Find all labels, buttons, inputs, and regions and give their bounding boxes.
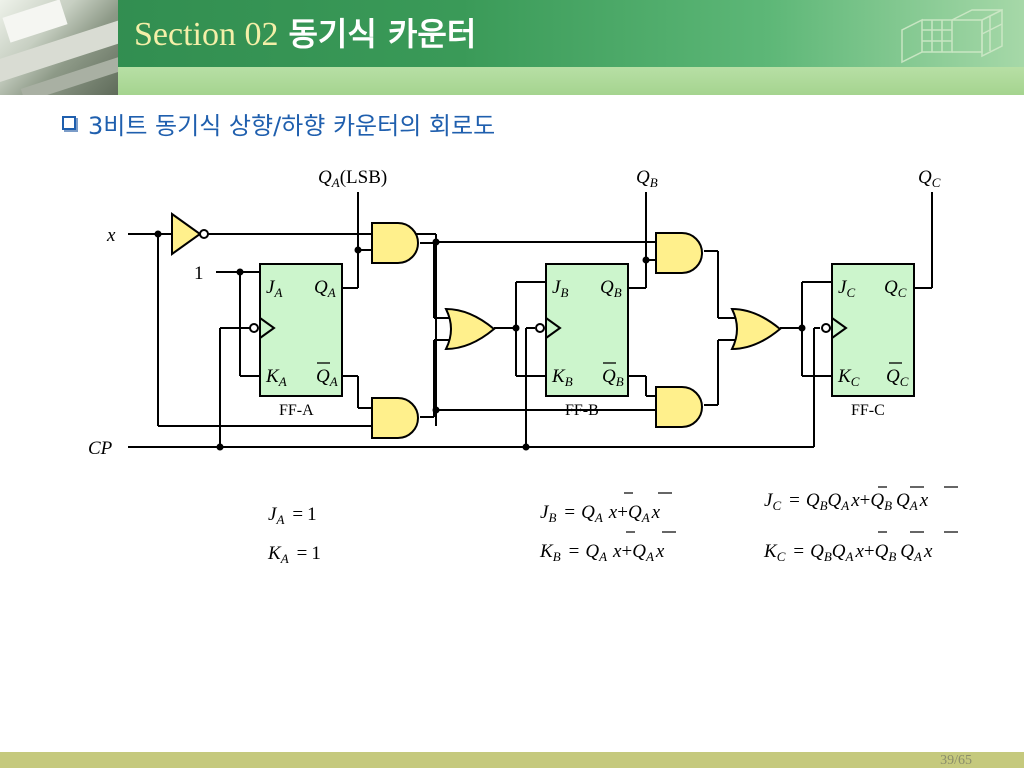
bullet-heading: 3비트 동기식 상향/하향 카운터의 회로도 — [62, 106, 495, 140]
and-gate-a-down — [371, 397, 419, 439]
header-bar — [0, 0, 1024, 67]
ffc-j-pin: JC — [838, 277, 855, 300]
section-label: Section 02 — [134, 16, 279, 53]
ffc-k-pin: KC — [837, 366, 860, 389]
ffb-qbar-pin: QB — [602, 366, 624, 389]
output-qb-label: QB — [636, 167, 658, 190]
output-qc-label: QC — [918, 167, 941, 190]
flipflop-c — [821, 263, 915, 397]
output-qa-label: QA(LSB) — [318, 167, 387, 190]
ffc-qbar-pin: QC — [886, 366, 909, 389]
ffa-label: FF-A — [279, 402, 314, 419]
junction-dots — [154, 230, 806, 451]
and-gate-b-up — [655, 232, 703, 274]
header-subbar — [118, 67, 1024, 95]
checkbox-bullet-icon — [62, 116, 76, 130]
flipflop-a — [249, 263, 343, 397]
ffb-k-pin: KB — [551, 366, 573, 389]
input-x-label: x — [106, 225, 116, 246]
ffa-k-pin: KA — [265, 366, 287, 389]
input-cp-label: CP — [88, 438, 113, 459]
building-blocks-icon — [901, 8, 1003, 64]
ffa-q-pin: QA — [314, 277, 336, 300]
or-gate-b — [445, 308, 495, 350]
const-one-label: 1 — [194, 263, 204, 284]
inverter-gate — [171, 212, 209, 256]
equation-ka: KA=1 — [267, 543, 321, 566]
flipflop-b — [535, 263, 629, 397]
or-gate-c — [731, 308, 781, 350]
ffa-j-pin: JA — [266, 277, 282, 300]
section-title: 동기식 카운터 — [288, 15, 477, 53]
page-number: 39/65 — [940, 753, 972, 768]
ffc-q-pin: QC — [884, 277, 907, 300]
ffb-q-pin: QB — [600, 277, 622, 300]
equation-ja: JA=1 — [268, 504, 317, 527]
and-gate-a-up — [371, 222, 419, 264]
ffb-label: FF-B — [565, 402, 599, 419]
ffa-qbar-pin: QA — [316, 366, 338, 389]
header-photo-keyboard — [0, 0, 118, 95]
and-gate-b-down — [655, 386, 703, 428]
ffc-label: FF-C — [851, 402, 885, 419]
slide-heading: 3비트 동기식 상향/하향 카운터의 회로도 — [88, 111, 496, 140]
footer-bar: 39/65 — [0, 752, 1024, 768]
ffb-j-pin: JB — [552, 277, 568, 300]
